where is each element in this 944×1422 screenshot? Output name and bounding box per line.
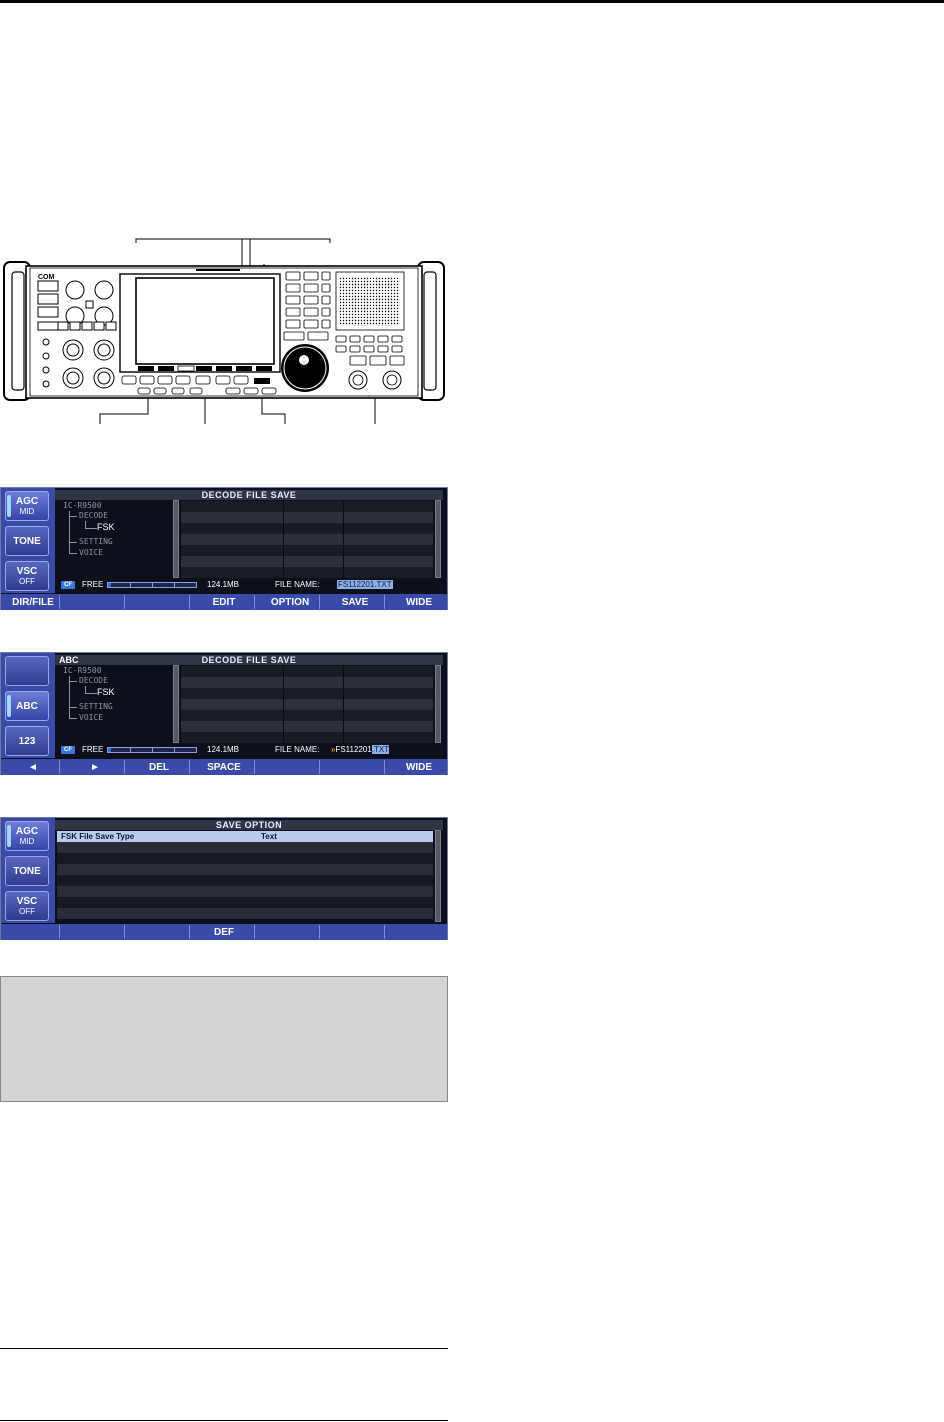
directory-tree[interactable]: IC-R9500 DECODE FSK SETTING VOICE	[59, 666, 171, 746]
menu-cursor-left[interactable]: ◄	[28, 762, 38, 773]
cursor-arrow-icon: »	[331, 745, 336, 754]
decode-file-save-screen: AGC MID TONE VSC OFF DECODE FILE SAVE IC…	[0, 487, 448, 610]
tree-fsk[interactable]: FSK	[97, 522, 115, 532]
menu-blank-7[interactable]	[384, 924, 448, 940]
free-space-meter	[107, 747, 197, 753]
agc-button[interactable]: AGC MID	[5, 491, 49, 521]
menu-del[interactable]: DEL	[149, 762, 169, 773]
option-scrollbar[interactable]	[435, 830, 441, 922]
tone-button[interactable]: TONE	[5, 526, 49, 556]
123-button[interactable]: 123	[5, 726, 49, 756]
file-name-label: FILE NAME:	[275, 580, 320, 589]
file-list-scrollbar[interactable]	[435, 500, 441, 578]
cf-card-icon: CF	[61, 581, 75, 589]
menu-blank-6[interactable]	[323, 759, 387, 775]
tree-decode[interactable]: DECODE	[79, 676, 108, 685]
menu-blank-6[interactable]	[319, 924, 383, 940]
blank-side-button[interactable]	[5, 656, 49, 686]
file-list[interactable]	[181, 666, 433, 750]
tree-setting[interactable]: SETTING	[79, 702, 113, 711]
free-size: 124.1MB	[207, 745, 240, 754]
side-panel: AGC MID TONE VSC OFF	[1, 818, 55, 923]
brand-logo: COM	[38, 274, 55, 281]
free-size: 124.1MB	[207, 580, 240, 589]
section-rule-1	[0, 1348, 448, 1349]
free-space-meter	[107, 582, 197, 588]
menu-option[interactable]: OPTION	[270, 597, 310, 608]
screen-title: DECODE FILE SAVE	[55, 655, 443, 665]
menu-blank-3[interactable]	[124, 924, 188, 940]
free-label: FREE	[82, 580, 104, 589]
menu-wide[interactable]: WIDE	[405, 597, 433, 608]
menu-cursor-right[interactable]: ►	[90, 762, 100, 773]
option-value: Text	[261, 832, 277, 841]
file-name-edit-screen: ABC 123 DECODE FILE SAVE ABC IC-R9500 DE…	[0, 652, 448, 775]
tree-root[interactable]: IC-R9500	[63, 666, 102, 675]
tone-button[interactable]: TONE	[5, 856, 49, 886]
file-name-input[interactable]: »FS112201.TXT	[331, 745, 390, 754]
top-rule	[0, 0, 944, 3]
screen-title: SAVE OPTION	[55, 820, 443, 830]
menu-blank-5[interactable]	[254, 924, 318, 940]
option-row-fsk-save-type[interactable]: FSK File Save Type Text	[57, 831, 433, 842]
free-label: FREE	[82, 745, 104, 754]
tree-setting[interactable]: SETTING	[79, 537, 113, 546]
radio-front-panel-illustration: COM	[3, 238, 445, 424]
menu-blank-1[interactable]	[1, 924, 65, 940]
menu-space[interactable]: SPACE	[207, 762, 241, 773]
directory-tree[interactable]: IC-R9500 DECODE FSK SETTING VOICE	[59, 501, 171, 581]
file-list-scrollbar[interactable]	[435, 665, 441, 743]
tree-voice[interactable]: VOICE	[79, 548, 104, 557]
tree-fsk[interactable]: FSK	[97, 687, 115, 697]
menu-blank-2[interactable]	[124, 594, 188, 610]
tree-scrollbar[interactable]	[173, 500, 179, 578]
save-option-screen: AGC MID TONE VSC OFF SAVE OPTION FSK Fil…	[0, 817, 448, 940]
menu-wide[interactable]: WIDE	[405, 762, 433, 773]
file-name-value[interactable]: FS112201.TXT	[337, 580, 393, 589]
vsc-button[interactable]: VSC OFF	[5, 561, 49, 591]
menu-blank-5[interactable]	[258, 759, 322, 775]
side-panel: ABC 123	[1, 653, 55, 758]
tree-scrollbar[interactable]	[173, 665, 179, 743]
menu-edit[interactable]: EDIT	[212, 597, 236, 608]
cf-card-icon: CF	[61, 746, 75, 754]
status-bar: CF FREE 124.1MB FILE NAME: »FS112201.TXT	[59, 744, 443, 756]
menu-def[interactable]: DEF	[214, 927, 234, 938]
tree-root[interactable]: IC-R9500	[63, 501, 102, 510]
side-panel: AGC MID TONE VSC OFF	[1, 488, 55, 593]
status-bar: CF FREE 124.1MB FILE NAME: FS112201.TXT	[59, 579, 443, 591]
option-label: FSK File Save Type	[61, 832, 135, 841]
tree-decode[interactable]: DECODE	[79, 511, 108, 520]
menu-dir-file[interactable]: DIR/FILE	[12, 597, 54, 608]
option-list[interactable]: FSK File Save Type Text	[57, 831, 433, 924]
vsc-button[interactable]: VSC OFF	[5, 891, 49, 921]
function-menu: DEF	[1, 924, 447, 940]
screen-title: DECODE FILE SAVE	[55, 490, 443, 500]
file-name-label: FILE NAME:	[275, 745, 320, 754]
menu-blank-1[interactable]	[59, 594, 123, 610]
function-menu: ◄ ► DEL SPACE WIDE	[1, 759, 447, 775]
section-rule-2	[0, 1420, 448, 1421]
function-menu: DIR/FILE EDIT OPTION SAVE WIDE	[1, 594, 447, 610]
menu-save[interactable]: SAVE	[341, 597, 369, 608]
menu-blank-2[interactable]	[59, 924, 123, 940]
input-mode-tag: ABC	[59, 655, 79, 665]
abc-button[interactable]: ABC	[5, 691, 49, 721]
file-list[interactable]	[181, 501, 433, 585]
note-box	[0, 976, 448, 1102]
agc-button[interactable]: AGC MID	[5, 821, 49, 851]
tree-voice[interactable]: VOICE	[79, 713, 104, 722]
